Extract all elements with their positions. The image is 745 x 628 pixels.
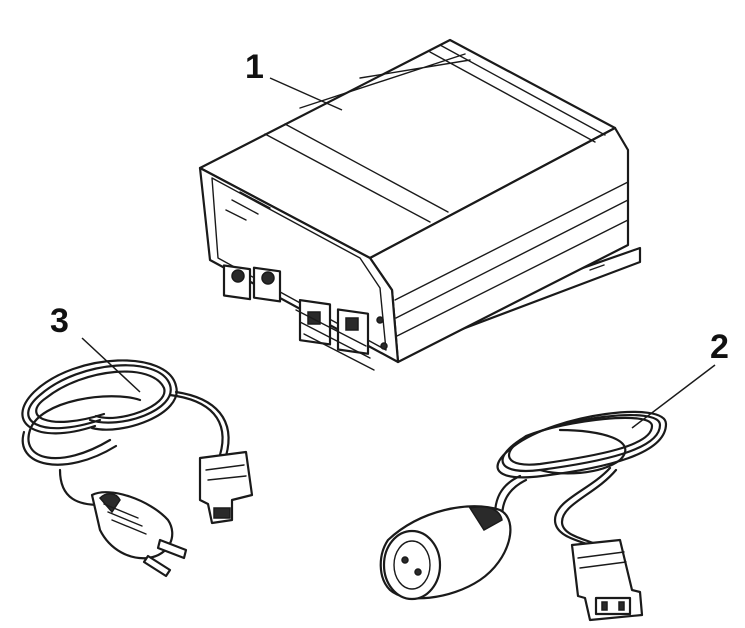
inverter-unit-icon <box>198 38 642 371</box>
callout-1-leader <box>269 77 343 111</box>
callout-label-3: 3 <box>50 302 69 340</box>
callout-label-2: 2 <box>710 328 729 366</box>
callout-label-1: 1 <box>245 48 264 86</box>
callout-3-leader <box>81 337 141 393</box>
callout-2-leader <box>631 364 716 429</box>
extension-cord-socket-icon <box>379 410 668 622</box>
mains-power-cord-icon <box>21 359 254 578</box>
